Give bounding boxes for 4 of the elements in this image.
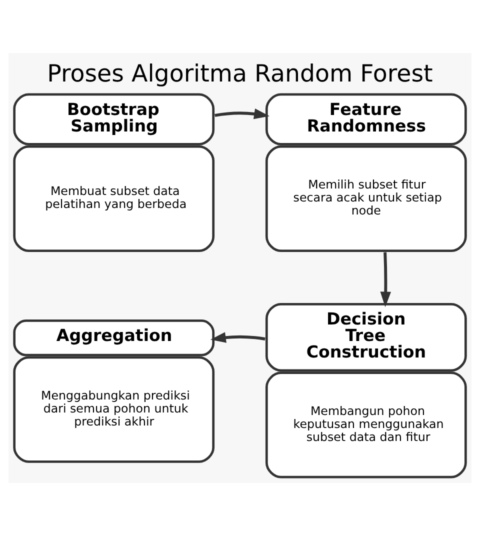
arrow <box>210 332 266 343</box>
arrow <box>214 108 270 120</box>
arrow <box>380 252 392 308</box>
diagram-title: Proses Algoritma Random Forest <box>47 59 433 88</box>
